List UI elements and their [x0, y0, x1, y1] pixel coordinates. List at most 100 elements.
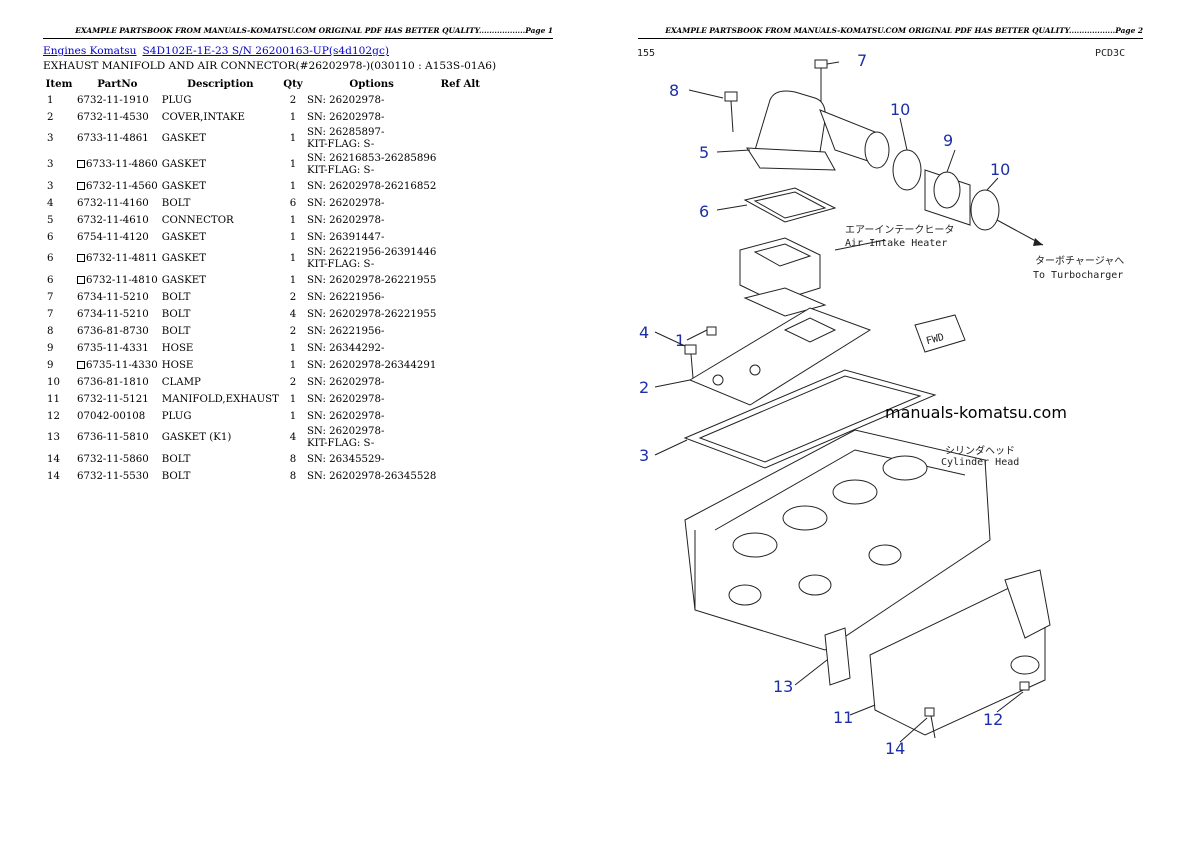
cell-partno: 6732-11-5530 — [75, 468, 160, 485]
part-number: 6732-11-5121 — [77, 393, 149, 405]
cell-ref-alt — [438, 323, 482, 340]
part-number: 07042-00108 — [77, 410, 146, 422]
part-description: BOLT — [161, 470, 191, 482]
cell-qty: 1 — [281, 357, 305, 374]
option-serial: SN: 26216853-26285896 — [306, 153, 437, 164]
item-number: 3 — [47, 159, 54, 170]
exhaust-manifold-11 — [869, 569, 1051, 736]
part-description: BOLT — [161, 308, 191, 320]
part-description: CONNECTOR — [161, 214, 234, 226]
cell-partno: 6736-11-5810 — [75, 425, 160, 451]
checkbox-icon — [77, 254, 85, 262]
cell-qty: 2 — [281, 289, 305, 306]
gasket-13 — [824, 627, 851, 686]
part-description: GASKET (K1) — [161, 432, 232, 443]
cell-description: BOLT — [160, 289, 281, 306]
cell-ref-alt — [438, 451, 482, 468]
leader-lines — [654, 61, 1024, 743]
page-left: EXAMPLE PARTSBOOK FROM MANUALS-KOMATSU.C… — [43, 26, 553, 485]
option-serial: SN: 26202978-26344291 — [306, 359, 437, 371]
cell-ref-alt — [438, 109, 482, 126]
col-partno: PartNo — [97, 77, 138, 90]
cell-item: 1 — [43, 92, 75, 109]
breadcrumb-link-model[interactable]: S4D102E-1E-23 S/N 26200163-UP(s4d102gc) — [142, 45, 390, 57]
cell-options: SN: 26202978-26344291 — [305, 357, 438, 374]
cell-ref-alt — [438, 195, 482, 212]
cell-qty: 2 — [281, 323, 305, 340]
cell-description: MANIFOLD,EXHAUST — [160, 391, 281, 408]
part-qty: 1 — [289, 180, 297, 192]
cell-ref-alt — [438, 289, 482, 306]
cell-description: BOLT — [160, 468, 281, 485]
option-serial: SN: 26202978- — [306, 111, 385, 123]
item-number: 6 — [47, 231, 54, 243]
part-qty: 1 — [289, 393, 297, 405]
option-kit-flag: KIT-FLAG: S- — [306, 259, 375, 270]
cell-description: PLUG — [160, 408, 281, 425]
item-number: 2 — [47, 111, 54, 123]
cell-partno: 6734-11-5210 — [75, 289, 160, 306]
item-number: 9 — [47, 359, 54, 371]
cell-partno: 6732-11-5860 — [75, 451, 160, 468]
cell-ref-alt — [438, 152, 482, 178]
cell-description: CLAMP — [160, 374, 281, 391]
cell-description: BOLT — [160, 451, 281, 468]
item-number: 12 — [47, 410, 60, 422]
cell-item: 3 — [43, 126, 75, 152]
cell-description: GASKET — [160, 272, 281, 289]
cell-partno: 6733-11-4860 — [75, 152, 160, 178]
cell-qty: 4 — [281, 306, 305, 323]
cell-partno: 6735-11-4331 — [75, 340, 160, 357]
part-number: 6733-11-4861 — [77, 133, 149, 144]
cell-options: SN: 26345529- — [305, 451, 438, 468]
cell-options: SN: 26202978-26216852 — [305, 178, 438, 195]
part-description: GASKET — [161, 274, 207, 286]
checkbox-icon — [77, 160, 85, 168]
cell-partno: 6734-11-5210 — [75, 306, 160, 323]
jp-air-intake-label: エアーインテークヒータ — [845, 224, 954, 236]
part-number: 6732-11-4530 — [77, 111, 149, 123]
cell-description: COVER,INTAKE — [160, 109, 281, 126]
item-number: 9 — [47, 342, 54, 354]
cell-ref-alt — [438, 468, 482, 485]
part-number: 6736-81-1810 — [77, 376, 149, 388]
part-qty: 6 — [289, 197, 297, 209]
part-number: 6732-11-4560 — [86, 180, 158, 192]
cell-item: 10 — [43, 374, 75, 391]
watermark-text: manuals-komatsu.com — [885, 403, 1067, 422]
cell-options: SN: 26202978-26221955 — [305, 272, 438, 289]
cell-description: CONNECTOR — [160, 212, 281, 229]
cell-qty: 1 — [281, 272, 305, 289]
cell-qty: 1 — [281, 109, 305, 126]
option-serial: SN: 26202978- — [306, 214, 385, 226]
part-number: 6734-11-5210 — [77, 308, 149, 320]
cell-ref-alt — [438, 92, 482, 109]
cell-qty: 6 — [281, 195, 305, 212]
cell-partno: 6732-11-1910 — [75, 92, 160, 109]
bolt-7 — [814, 59, 828, 102]
part-description: MANIFOLD,EXHAUST — [161, 393, 279, 405]
cell-partno: 6732-11-4811 — [75, 246, 160, 272]
arrow-head — [1033, 238, 1043, 246]
option-serial: SN: 26285897- — [306, 127, 385, 138]
cell-ref-alt — [438, 357, 482, 374]
part-number: 6734-11-5210 — [77, 291, 149, 303]
hose-9 — [924, 169, 971, 226]
cell-item: 14 — [43, 468, 75, 485]
option-serial: SN: 26202978- — [306, 410, 385, 422]
breadcrumb-link-engines[interactable]: Engines Komatsu — [43, 45, 137, 57]
callout-4: 4 — [639, 323, 649, 342]
diagram-code-left: 155 — [637, 48, 655, 59]
